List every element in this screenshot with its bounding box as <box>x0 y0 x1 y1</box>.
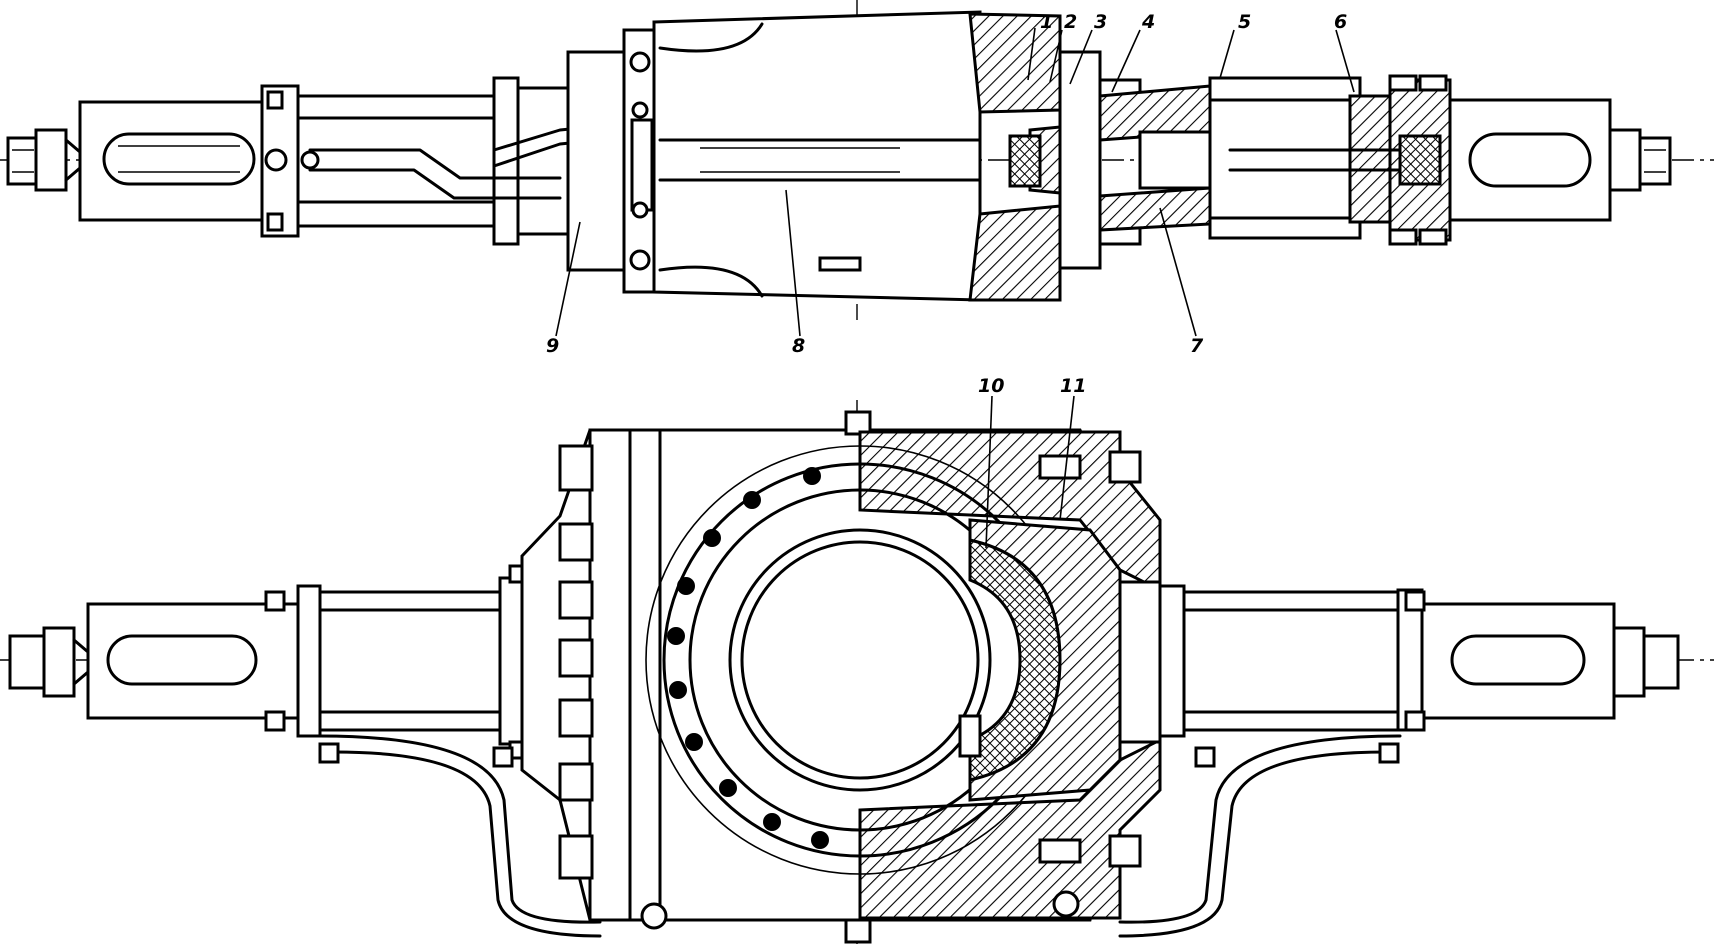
left-end-fitting <box>6 128 82 192</box>
callout-6: 6 <box>1334 11 1347 33</box>
callout-8: 8 <box>792 335 805 357</box>
top-view: 1 2 3 4 5 6 7 8 9 <box>0 0 1714 357</box>
front-right-axle-housing <box>1158 584 1680 738</box>
oil-pipe <box>318 734 1402 938</box>
left-flange <box>566 28 656 294</box>
callout-4: 4 <box>1141 11 1155 33</box>
left-axle-housing <box>78 76 622 246</box>
callout-10: 10 <box>978 375 1004 397</box>
callout-11: 11 <box>1060 375 1086 397</box>
front-view: 10 11 <box>0 375 1714 944</box>
right-axle-housing <box>1448 98 1672 222</box>
top-view-callouts: 1 2 3 4 5 6 7 8 9 <box>546 11 1355 357</box>
right-bearing-assembly <box>1008 50 1452 270</box>
callout-7: 7 <box>1190 335 1204 357</box>
callout-9: 9 <box>546 335 559 357</box>
callout-1: 1 <box>1040 11 1053 33</box>
front-left-axle-housing <box>86 564 530 760</box>
callout-2: 2 <box>1064 11 1077 33</box>
front-casing-body <box>520 410 1162 944</box>
callout-5: 5 <box>1238 11 1251 33</box>
front-view-callouts: 10 11 <box>978 375 1086 549</box>
callout-3: 3 <box>1094 11 1107 33</box>
front-left-end-fitting <box>8 626 90 698</box>
casing-body <box>652 10 1092 302</box>
